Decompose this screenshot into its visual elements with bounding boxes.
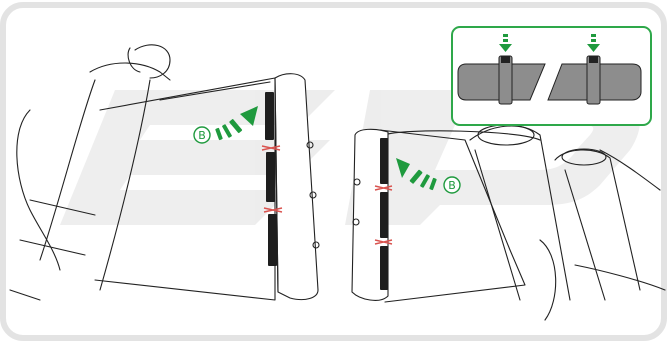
callout-right-label: B [448,179,456,192]
curved-arrow-icon [396,158,437,191]
right-velcro-top [380,138,388,184]
left-velcro-mid [266,152,275,202]
callout-left-badge [193,126,211,144]
callout-left: B [193,106,258,144]
right-velcro-bot [380,246,388,290]
left-velcro-bot [268,214,277,266]
left-edge-strip [274,73,319,301]
callout-left-label: B [198,129,206,142]
right-panel [379,129,526,303]
callout-right: B [396,158,461,194]
callout-right-badge [443,176,461,194]
inset-clip-left [498,55,513,105]
right-edge-strip [351,128,389,301]
press-arrow-icon [587,34,600,52]
left-handle [16,109,61,271]
inset-clip-right [586,55,601,105]
velcro-strips [265,92,388,290]
curved-arrow-icon [215,106,258,141]
stitch-marks [261,145,393,245]
right-velcro-mid [380,192,388,238]
press-arrow-icon [499,34,512,52]
left-velcro-top [265,92,274,140]
inset-detail [451,26,652,126]
